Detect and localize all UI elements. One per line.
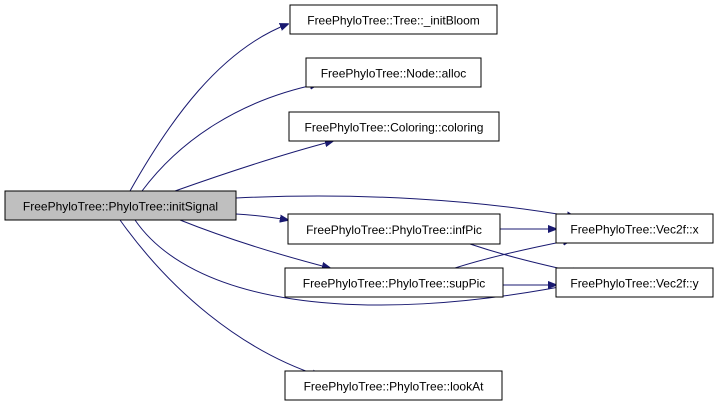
node-supPic[interactable]: FreePhyloTree::PhyloTree::supPic (284, 267, 504, 298)
node-box-initSignal[interactable] (4, 190, 237, 221)
nodes-layer: FreePhyloTree::PhyloTree::initSignalFree… (4, 4, 714, 401)
node-box-lookAt[interactable] (284, 370, 503, 401)
edge-initSignal-to-initBloom (129, 24, 288, 192)
node-label-alloc: FreePhyloTree::Node::alloc (321, 67, 467, 81)
edge-initSignal-to-supPic (179, 219, 330, 268)
node-box-vecy[interactable] (555, 267, 714, 298)
node-label-coloring: FreePhyloTree::Coloring::coloring (305, 121, 484, 135)
node-label-lookAt: FreePhyloTree::PhyloTree::lookAt (304, 380, 485, 394)
node-vecx[interactable]: FreePhyloTree::Vec2f::x (555, 213, 714, 244)
edge-initSignal-to-infPic (235, 213, 288, 220)
node-label-supPic: FreePhyloTree::PhyloTree::supPic (303, 277, 486, 291)
edge-initSignal-to-alloc (141, 84, 318, 192)
node-box-coloring[interactable] (288, 111, 500, 142)
node-label-initSignal: FreePhyloTree::PhyloTree::initSignal (23, 200, 218, 214)
node-label-infPic: FreePhyloTree::PhyloTree::infPic (306, 223, 482, 237)
edge-supPic-to-vecx (454, 240, 571, 269)
node-coloring[interactable]: FreePhyloTree::Coloring::coloring (288, 111, 500, 142)
node-box-initBloom[interactable] (289, 4, 498, 35)
edge-initSignal-to-coloring (174, 141, 333, 192)
node-lookAt[interactable]: FreePhyloTree::PhyloTree::lookAt (284, 370, 503, 401)
node-vecy[interactable]: FreePhyloTree::Vec2f::y (555, 267, 714, 298)
node-box-infPic[interactable] (287, 213, 501, 245)
node-infPic[interactable]: FreePhyloTree::PhyloTree::infPic (287, 213, 501, 245)
node-box-supPic[interactable] (284, 267, 504, 298)
edges-layer (119, 24, 585, 376)
edge-initSignal-to-lookAt (119, 219, 320, 376)
node-box-vecx[interactable] (555, 213, 714, 244)
node-box-alloc[interactable] (305, 57, 482, 88)
node-label-initBloom: FreePhyloTree::Tree::_initBloom (307, 14, 480, 28)
node-label-vecx: FreePhyloTree::Vec2f::x (570, 223, 698, 237)
edge-initSignal-to-vecx (235, 195, 575, 217)
node-alloc[interactable]: FreePhyloTree::Node::alloc (305, 57, 482, 88)
node-label-vecy: FreePhyloTree::Vec2f::y (570, 277, 698, 291)
node-initBloom[interactable]: FreePhyloTree::Tree::_initBloom (289, 4, 498, 35)
node-initSignal[interactable]: FreePhyloTree::PhyloTree::initSignal (4, 190, 237, 221)
